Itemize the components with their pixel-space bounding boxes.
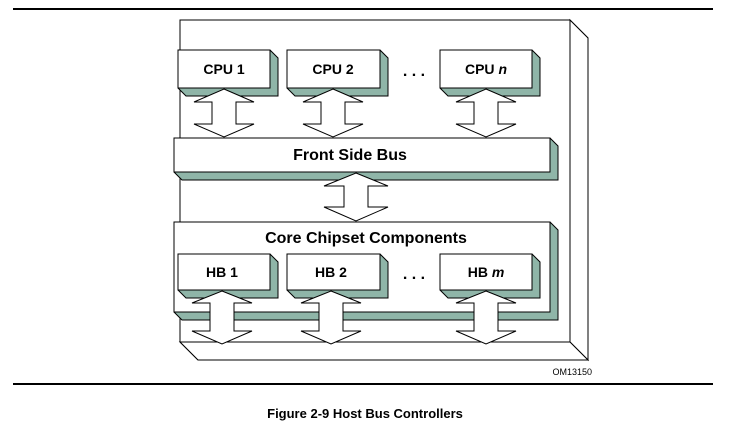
hb-ellipsis: . . . (403, 266, 425, 283)
cpu-box-1: CPU 1 (177, 49, 279, 97)
hb-label-1: HB 1 (206, 264, 238, 280)
hb-label-2: HB 2 (315, 264, 347, 280)
figure-caption: Figure 2-9 Host Bus Controllers (267, 406, 463, 421)
cpu-label-1: CPU 1 (203, 61, 244, 77)
arrow-cpu1-fsb (193, 88, 255, 138)
arrow-hbm (455, 290, 517, 345)
bottom-rule (13, 383, 713, 385)
top-rule (13, 8, 713, 10)
cpu-label-2: CPU 2 (312, 61, 353, 77)
arrow-hb2 (300, 290, 362, 345)
arrow-hb1 (191, 290, 253, 345)
figure-id: OM13150 (552, 367, 592, 377)
hb-label-m: HB m (468, 264, 505, 280)
front-side-bus: Front Side Bus (173, 137, 559, 181)
front-side-bus-label: Front Side Bus (293, 147, 407, 164)
arrow-cpu2-fsb (302, 88, 364, 138)
hb-box-1: HB 1 (177, 253, 279, 299)
arrow-fsb-chipset (323, 172, 389, 222)
hb-box-m: HB m (439, 253, 541, 299)
hb-box-2: HB 2 (286, 253, 389, 299)
arrow-cpun-fsb (455, 88, 517, 138)
cpu-box-2: CPU 2 (286, 49, 389, 97)
cpu-label-n: CPU n (465, 61, 507, 77)
core-chipset-label: Core Chipset Components (265, 230, 467, 247)
cpu-box-n: CPU n (439, 49, 541, 97)
cpu-ellipsis: . . . (403, 63, 425, 80)
